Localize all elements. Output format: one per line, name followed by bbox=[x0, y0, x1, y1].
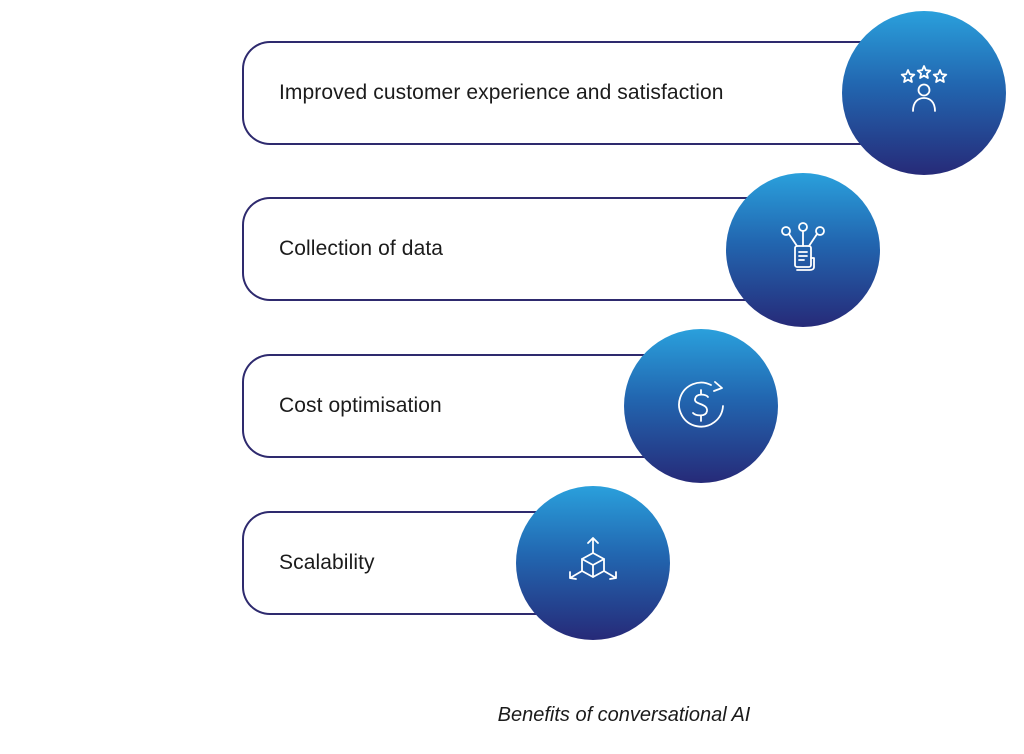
benefit-circle-cost-optimisation bbox=[624, 329, 778, 483]
diagram-caption: Benefits of conversational AI bbox=[497, 704, 751, 726]
benefit-circle-scalability bbox=[516, 486, 670, 640]
customer-rating-icon bbox=[900, 65, 948, 112]
benefit-label: Improved customer experience and satisfa… bbox=[279, 81, 724, 104]
benefit-label: Collection of data bbox=[279, 237, 444, 260]
benefit-pill-customer-experience: Improved customer experience and satisfa… bbox=[242, 41, 872, 145]
benefit-circle-customer-experience bbox=[842, 11, 1006, 175]
cost-cycle-icon bbox=[678, 381, 724, 428]
benefit-pill-cost-optimisation: Cost optimisation bbox=[242, 354, 652, 458]
benefit-label: Cost optimisation bbox=[279, 394, 442, 417]
benefit-pill-collection-of-data: Collection of data bbox=[242, 197, 752, 301]
data-collection-icon bbox=[781, 222, 825, 271]
benefit-circle-collection-of-data bbox=[726, 173, 880, 327]
benefit-pill-scalability: Scalability bbox=[242, 511, 542, 615]
scalability-cube-icon bbox=[569, 537, 617, 580]
benefit-label: Scalability bbox=[279, 551, 375, 574]
